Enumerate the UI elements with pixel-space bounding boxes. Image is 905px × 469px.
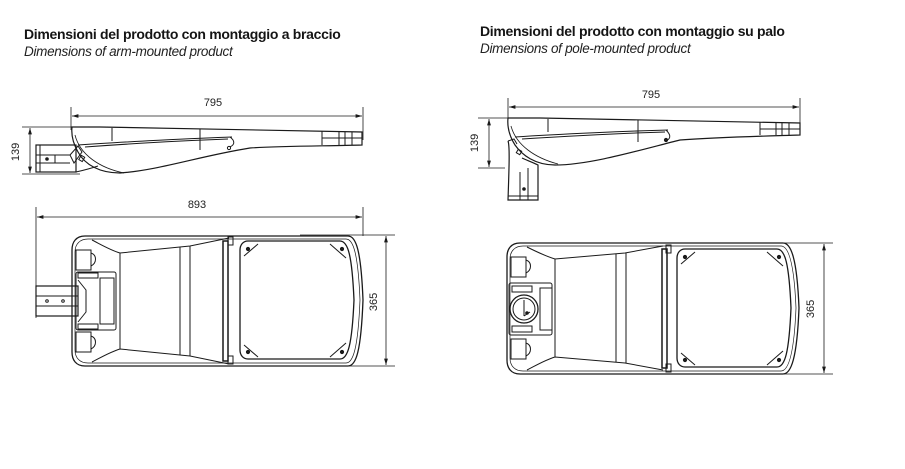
right-luminaire-profile bbox=[507, 117, 801, 166]
left-length-dimension: 795 bbox=[70, 97, 364, 140]
left-title-english: Dimensions of arm-mounted product bbox=[24, 44, 233, 59]
right-width-dimension: 365 bbox=[780, 242, 833, 375]
left-arm-bracket bbox=[35, 144, 99, 173]
right-top-view: 365 bbox=[506, 242, 833, 375]
right-title-italian: Dimensioni del prodotto con montaggio su… bbox=[480, 23, 785, 39]
right-side-view: 795 139 bbox=[469, 89, 801, 201]
right-length-dimension: 795 bbox=[507, 89, 801, 130]
left-width-label: 365 bbox=[368, 293, 380, 311]
left-width-dimension: 365 bbox=[300, 234, 395, 367]
right-height-dimension: 139 bbox=[469, 117, 540, 169]
left-housing-outline bbox=[71, 235, 364, 367]
left-overall-length-label: 893 bbox=[188, 199, 206, 211]
left-arm-clamp bbox=[35, 249, 117, 353]
right-housing-outline bbox=[506, 242, 800, 375]
right-length-label: 795 bbox=[642, 89, 660, 101]
left-luminaire-profile bbox=[71, 126, 363, 174]
right-heading: Dimensioni del prodotto con montaggio su… bbox=[480, 23, 785, 57]
right-width-label: 365 bbox=[805, 300, 817, 318]
left-height-label: 139 bbox=[10, 143, 22, 161]
right-pole-bracket bbox=[507, 138, 539, 201]
left-length-label: 795 bbox=[204, 97, 222, 109]
left-side-view: 795 139 bbox=[10, 97, 364, 175]
left-overall-length-dimension: 893 bbox=[35, 199, 364, 318]
right-title-english: Dimensions of pole-mounted product bbox=[480, 41, 691, 56]
left-heading: Dimensioni del prodotto con montaggio a … bbox=[24, 26, 341, 60]
left-title-italian: Dimensioni del prodotto con montaggio a … bbox=[24, 26, 341, 42]
right-pole-clamp bbox=[508, 256, 553, 360]
left-top-view: 893 365 bbox=[35, 199, 395, 367]
right-height-label: 139 bbox=[469, 134, 481, 152]
left-height-dimension: 139 bbox=[10, 126, 100, 175]
